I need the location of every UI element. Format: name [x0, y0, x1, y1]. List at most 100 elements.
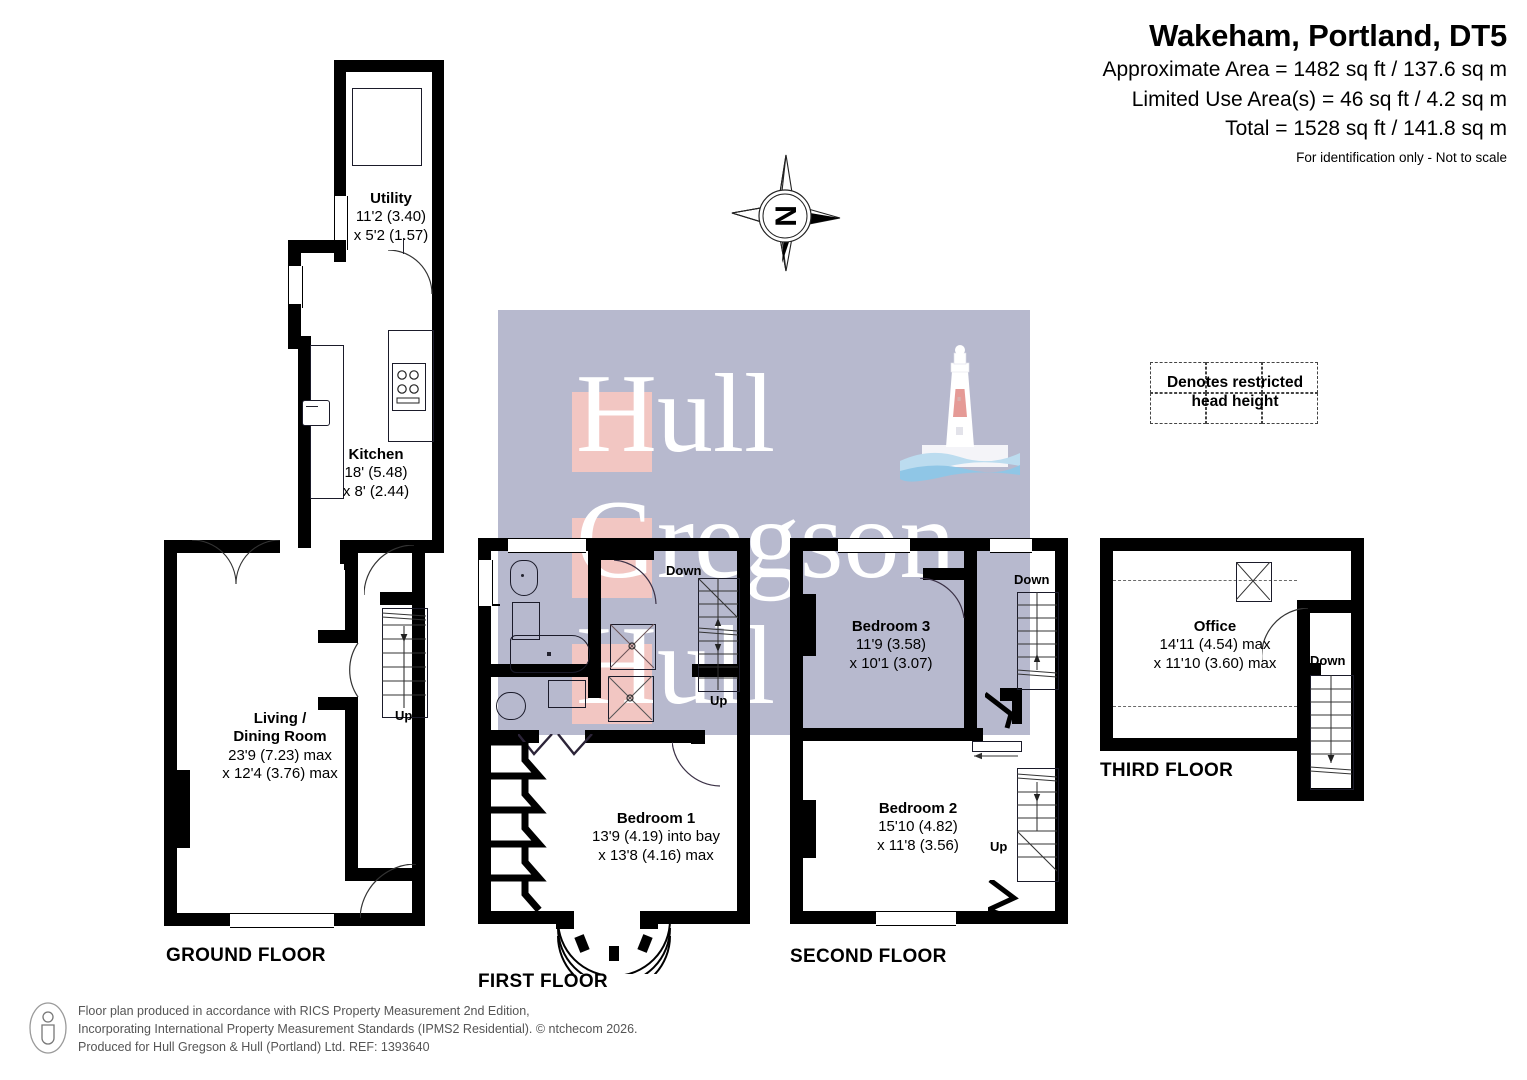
wall	[288, 240, 301, 270]
door-swing-hall	[349, 643, 359, 698]
door-swing-bedroom1	[672, 742, 721, 787]
wall	[298, 336, 311, 548]
stair-label-up-first: Up	[710, 693, 728, 708]
header: Wakeham, Portland, DT5 Approximate Area …	[1103, 18, 1508, 165]
kitchen-sink	[302, 400, 330, 426]
legend-cell	[1262, 393, 1318, 424]
basin-2	[548, 680, 586, 708]
scale-disclaimer: For identification only - Not to scale	[1296, 150, 1507, 166]
wall	[592, 551, 654, 560]
floor-label-third: THIRD FLOOR	[1100, 760, 1234, 781]
utility-counter	[352, 88, 422, 166]
bay-window	[557, 919, 671, 974]
floor-label-second: SECOND FLOOR	[790, 946, 947, 967]
door-swing-bedroom2	[988, 880, 1019, 920]
stair-treads-icon	[698, 578, 738, 690]
footer-text: Floor plan produced in accordance with R…	[78, 1002, 638, 1056]
restricted-head-height-line	[1113, 706, 1297, 707]
wall	[691, 730, 705, 744]
room-dim1: 15'10 (4.82)	[878, 818, 958, 836]
kitchen-sink-tap	[306, 406, 318, 408]
footer-line-2: Incorporating International Property Mea…	[78, 1022, 638, 1037]
wall	[1297, 788, 1364, 801]
wall	[318, 630, 358, 643]
wall	[648, 911, 750, 924]
room-dim2: x 13'8 (4.16) max	[598, 846, 714, 864]
room-dim1: 13'9 (4.19) into bay	[592, 828, 720, 846]
legend-label-line1: Denotes restricted	[1166, 374, 1304, 391]
stair-treads-icon	[1017, 773, 1057, 872]
wall	[588, 660, 601, 698]
wall	[288, 240, 346, 253]
compass-rose: N	[731, 154, 841, 272]
wall	[345, 553, 358, 597]
room-name: Kitchen	[348, 446, 404, 463]
wall	[334, 60, 444, 72]
room-dim2: x 11'8 (3.56)	[877, 836, 959, 854]
room-label-office: Office 14'11 (4.54) max x 11'10 (3.60) m…	[1120, 618, 1310, 673]
wall	[432, 60, 444, 540]
wall	[1100, 738, 1310, 751]
door-swing-landing-2	[985, 692, 1014, 729]
wall	[1297, 663, 1321, 675]
legend-cell	[1150, 362, 1206, 393]
stair-label-down-third: Down	[1310, 653, 1346, 668]
room-dim2: x 11'10 (3.60) max	[1153, 654, 1277, 672]
room-name: Bedroom 3	[851, 618, 931, 635]
room-dim1: 11'9 (3.58)	[855, 636, 927, 654]
wall	[585, 730, 705, 743]
room-name: Bedroom 2	[878, 800, 958, 817]
floor-label-ground: GROUND FLOOR	[166, 945, 326, 966]
wall	[640, 911, 658, 929]
door-swing-double	[518, 734, 593, 756]
utility-door-arrow	[403, 238, 405, 254]
wall	[412, 540, 444, 553]
door-swing-utility	[388, 250, 433, 295]
room-dim1: 18' (5.48)	[344, 464, 408, 482]
room-name: Living /	[253, 710, 307, 727]
room-dim2: x 10'1 (3.07)	[849, 654, 933, 672]
wall	[164, 540, 177, 926]
wall	[345, 590, 358, 642]
lighthouse-icon	[900, 345, 1020, 482]
stair-label-down-second: Down	[1014, 572, 1050, 587]
legend-cell	[1206, 362, 1262, 393]
wall	[803, 728, 983, 741]
legend-cell	[1206, 393, 1262, 424]
kitchen-counter-right	[388, 330, 434, 442]
wall	[478, 911, 566, 924]
door-swing-office	[1262, 608, 1309, 662]
staircase-third	[1310, 675, 1354, 790]
wall	[1100, 538, 1113, 750]
legend-cell	[1262, 362, 1318, 393]
room-dim1: 23'9 (7.23) max	[228, 746, 332, 764]
toilet-2	[496, 692, 526, 720]
compass-north-label: N	[769, 205, 802, 227]
window	[508, 538, 586, 553]
wall	[478, 538, 491, 924]
room-label-bedroom1: Bedroom 1 13'9 (4.19) into bay x 13'8 (4…	[548, 810, 764, 865]
wall	[1012, 688, 1022, 724]
approximate-area: Approximate Area = 1482 sq ft / 137.6 sq…	[1102, 57, 1508, 81]
room-label-living-dining: Living / Dining Room 23'9 (7.23) max x 1…	[180, 710, 380, 783]
window	[990, 538, 1032, 553]
watermark-accent-square	[572, 392, 652, 472]
shower-cross-icon	[608, 676, 652, 720]
shower-tray-1	[610, 624, 656, 670]
room-dim2: x 12'4 (3.76) max	[222, 764, 338, 782]
radiator-arrow-icon	[974, 752, 1018, 760]
room-dim2: x 5'2 (1.57)	[353, 226, 429, 244]
page-title: Wakeham, Portland, DT5	[1149, 18, 1507, 53]
wall	[345, 868, 425, 881]
legend-label: Denotes restricted head height	[1150, 374, 1320, 411]
total-area: Total = 1528 sq ft / 141.8 sq m	[1225, 117, 1507, 141]
wall	[556, 911, 574, 929]
rooflight-cross-icon	[1236, 562, 1270, 600]
limited-use-area: Limited Use Area(s) = 46 sq ft / 4.2 sq …	[1131, 87, 1507, 111]
window-living	[230, 913, 334, 928]
bath-plug	[547, 652, 551, 656]
room-label-utility: Utility 11'2 (3.40) x 5'2 (1.57)	[306, 190, 476, 245]
toilet-1-detail	[521, 574, 524, 577]
window	[288, 266, 303, 308]
